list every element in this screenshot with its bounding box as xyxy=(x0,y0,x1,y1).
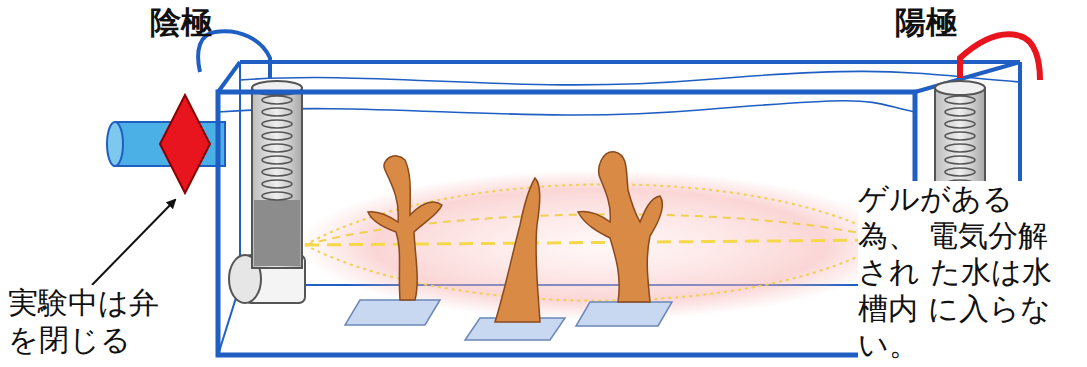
valve-leader xyxy=(92,200,175,285)
tank-front xyxy=(218,92,915,355)
valve-note: 実験中は弁 を閉じる xyxy=(8,285,164,358)
gel-note: ゲルがある為、 電気分解され た水は水槽内 に入らない。 xyxy=(858,181,1073,364)
coral-fragments xyxy=(368,152,662,322)
coil-turn xyxy=(262,192,292,200)
coil-turn xyxy=(945,108,975,116)
coil-turn xyxy=(262,132,292,140)
coil-turn xyxy=(945,120,975,128)
coil-turn xyxy=(945,156,975,164)
coil-turn xyxy=(262,168,292,176)
field-lines xyxy=(305,184,890,300)
coil-turn xyxy=(262,144,292,152)
field-glow xyxy=(300,170,900,320)
electrode-label: 陰極 xyxy=(150,4,212,42)
valve xyxy=(160,95,210,193)
coil-turn xyxy=(262,180,292,188)
cathode-cylinder xyxy=(229,81,305,303)
coil-turn xyxy=(262,156,292,164)
coil-turn xyxy=(262,108,292,116)
outlet-pipe xyxy=(107,95,225,193)
coil-turn xyxy=(945,144,975,152)
coil-turn xyxy=(945,132,975,140)
coil-turn xyxy=(262,96,292,104)
anode-wire xyxy=(960,34,1040,80)
electrode-label: 陽極 xyxy=(895,4,957,42)
coil-turn xyxy=(945,168,975,176)
coil-turn xyxy=(262,120,292,128)
coil-turn xyxy=(945,96,975,104)
